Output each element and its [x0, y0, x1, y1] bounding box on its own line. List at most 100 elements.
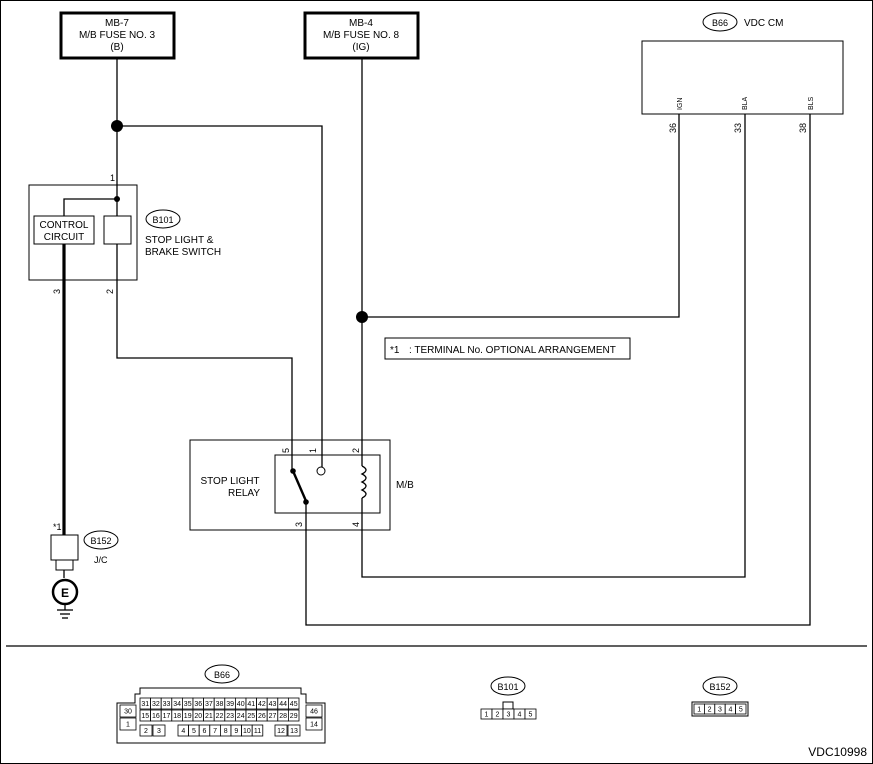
connector-pin-cell: [119, 704, 137, 718]
connector-pin-number: 36: [194, 701, 202, 708]
connector-pin-number: 4: [518, 712, 522, 719]
vdc-badge: [702, 12, 738, 32]
connector-pin-number: 43: [269, 701, 277, 708]
connector-pin-number: 37: [205, 701, 213, 708]
connector-pin-number: 40: [237, 701, 245, 708]
relay-pin-3: 3: [294, 522, 304, 527]
connector-pin-number: 21: [205, 713, 213, 720]
connector-pin-number: 34: [173, 701, 181, 708]
connector-b101-badge: B101: [497, 682, 518, 692]
wire-relay-pin1: [117, 125, 323, 467]
connector-pin-number: 5: [529, 712, 533, 719]
connector-pin-number: 27: [269, 713, 277, 720]
connector-pin-cell: [139, 724, 153, 737]
fuse-mb4-id: MB-4: [349, 18, 373, 29]
vdc-box: [641, 40, 844, 115]
fuse-mb7-source: (B): [110, 42, 123, 53]
connector-pin-number: 11: [254, 728, 261, 735]
wire-bla: [361, 114, 746, 578]
relay-switch-contact: [291, 470, 308, 502]
connector-pin-number: 1: [485, 712, 489, 719]
switch-pin-1: 1: [110, 173, 115, 183]
connector-pin-number: 41: [247, 701, 255, 708]
connector-pin-cell: [524, 708, 537, 720]
connector-b152-badge: B152: [709, 682, 730, 692]
connector-pin-number: 23: [226, 713, 234, 720]
relay-contact-1: [316, 466, 326, 476]
connector-pin-number: 10: [243, 728, 251, 735]
jc-connector: [50, 534, 79, 561]
vdc-label: VDC CM: [744, 18, 783, 29]
connector-pin-number: 14: [310, 722, 318, 729]
wire-ign: [362, 114, 680, 318]
jc-terminal: [55, 559, 74, 571]
connector-pin-number: 13: [290, 728, 298, 735]
vdc-pin-ign: IGN: [677, 98, 684, 110]
connector-pin-cell: [305, 704, 323, 718]
relay-contact-5: [290, 468, 296, 474]
fuse-mb7-id: MB-7: [105, 18, 129, 29]
wires: [62, 58, 811, 626]
connector-pin-number: 5: [192, 728, 196, 735]
junction-2: [356, 311, 368, 323]
vdc-pin-num-33: 33: [733, 123, 743, 133]
connector-pin-number: 6: [203, 728, 207, 735]
connector-pin-number: 4: [181, 728, 185, 735]
connector-pin-number: 38: [216, 701, 224, 708]
connector-pin-cell: [152, 724, 166, 737]
switch-label2: BRAKE SWITCH: [145, 247, 221, 258]
ground-label: J/C: [94, 555, 108, 565]
relay-label2: RELAY: [228, 488, 260, 499]
connector-pin-number: 3: [507, 712, 511, 719]
fuse-mb7-name: M/B FUSE NO. 3: [79, 30, 156, 41]
switch-pin-3: 3: [52, 289, 62, 294]
brake-switch: CONTROL CIRCUIT 1 3 2 B101 STOP LIGHT & …: [28, 173, 221, 294]
junction-1: [111, 120, 123, 132]
connector-pin-cell: [287, 697, 300, 710]
relay-coil: [360, 465, 367, 499]
connector-pin-number: 1: [126, 722, 130, 729]
fuse-mb7: MB-7 M/B FUSE NO. 3 (B): [59, 11, 176, 60]
connector-pin-number: 24: [237, 713, 245, 720]
switch-badge: [145, 209, 181, 229]
connector-pin-cell: [287, 724, 301, 737]
connector-pin-number: 39: [226, 701, 234, 708]
connector-pin-number: 26: [258, 713, 266, 720]
connector-pin-number: 16: [152, 713, 160, 720]
connector-pin-number: 44: [279, 701, 287, 708]
connector-pin-number: 5: [739, 707, 743, 714]
connector-pin-number: 2: [708, 707, 712, 714]
connector-pin-number: 19: [184, 713, 192, 720]
fuse-mb4-source: (IG): [352, 42, 369, 53]
connector-pin-number: 31: [141, 701, 149, 708]
connector-pin-number: 32: [152, 701, 160, 708]
ground-symbol: E: [61, 586, 69, 600]
vdc-pin-num-36: 36: [668, 123, 678, 133]
fuse-mb4-name: M/B FUSE NO. 8: [323, 30, 400, 41]
wire-bls: [305, 114, 811, 626]
connector-pin-number: 2: [496, 712, 500, 719]
connector-pin-number: 42: [258, 701, 266, 708]
connector-pin-number: 1: [697, 707, 701, 714]
vdc-cm: B66 VDC CM IGN BLA BLS 36 33 38: [641, 12, 844, 133]
connector-pin-number: 4: [728, 707, 732, 714]
figure-id: VDC10998: [808, 745, 867, 759]
vdc-badge-text: B66: [712, 18, 728, 28]
relay-pin-2: 2: [351, 448, 361, 453]
connector-pin-number: 12: [277, 728, 285, 735]
connector-pin-cell: [305, 717, 323, 731]
switch-label: STOP LIGHT &: [145, 235, 214, 246]
connector-pin-number: 45: [290, 701, 298, 708]
connector-pin-number: 3: [718, 707, 722, 714]
connector-pin-cell: [274, 724, 288, 737]
connector-pin-cell: [251, 724, 264, 737]
connector-pin-cell: [119, 717, 137, 731]
connector-b66-badge: B66: [214, 670, 230, 680]
vdc-pin-bla: BLA: [742, 96, 749, 110]
switch-badge-text: B101: [152, 215, 173, 225]
connector-pin-cell: [735, 703, 747, 715]
